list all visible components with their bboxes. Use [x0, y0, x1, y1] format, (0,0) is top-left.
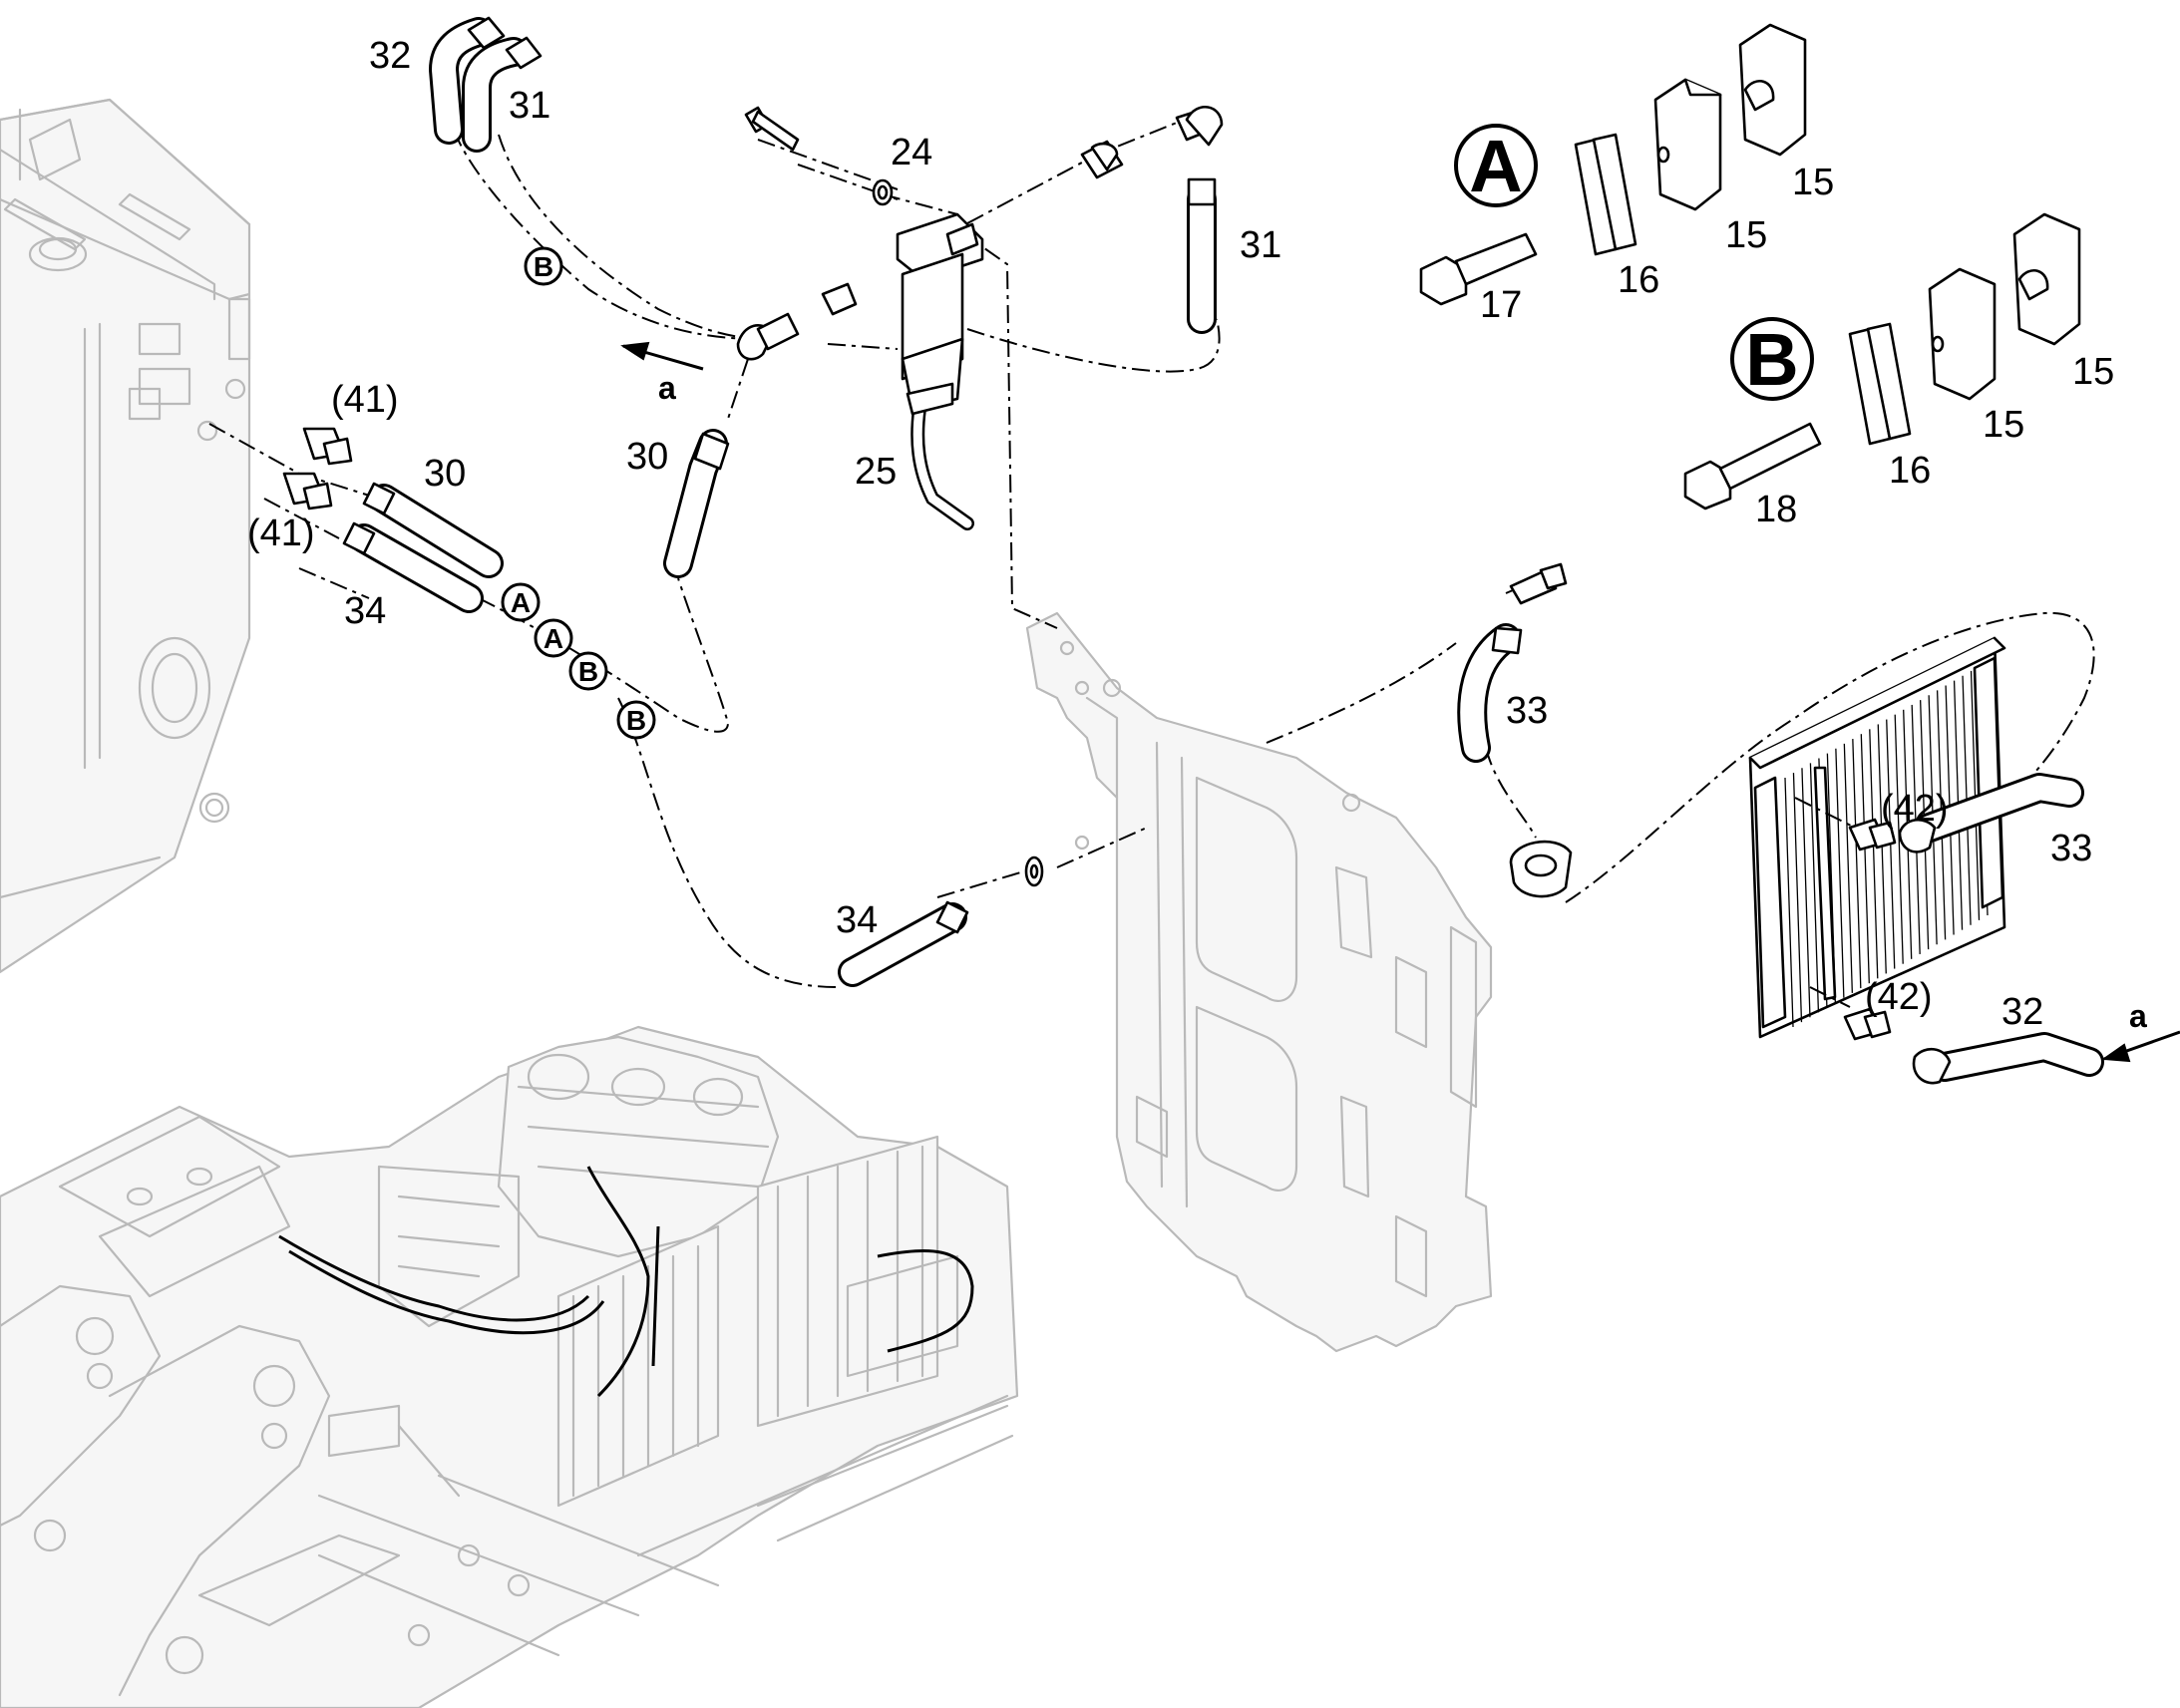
flow-arrow-right-label: a — [2129, 998, 2147, 1034]
detail-a-clamp-set — [1419, 23, 1807, 306]
callout-16-b: 16 — [1889, 450, 1931, 492]
bolt-17 — [1419, 232, 1538, 306]
callout-16-a: 16 — [1618, 259, 1659, 301]
routing-mark-a2-letter: A — [544, 623, 563, 654]
hose-34-bottom — [838, 900, 969, 987]
routing-mark-b3: B — [616, 700, 656, 740]
hose-32-top — [429, 16, 506, 145]
clamp-half-15-b2 — [2012, 212, 2081, 346]
hose-31-right — [1175, 105, 1224, 334]
cooler-fin — [1792, 773, 1803, 1023]
clamp-half-15-a1 — [1653, 78, 1722, 211]
adapter-fitting-30 — [821, 282, 858, 316]
routing-mark-a1: A — [501, 582, 541, 622]
plate-16-b — [1848, 322, 1912, 446]
callout-32-right: 32 — [2001, 991, 2043, 1033]
routing-mark-b3-letter: B — [626, 705, 646, 736]
cooler-fin — [1801, 768, 1811, 1018]
adapter-fitting-top — [1080, 140, 1124, 179]
hose-30-left — [362, 482, 504, 578]
detail-b-clamp-set — [1683, 212, 2081, 511]
callout-30-left: 30 — [424, 453, 466, 495]
cooler-fin — [1843, 743, 1853, 993]
callout-34-bottom: 34 — [836, 899, 878, 941]
cooler-fin — [1860, 734, 1870, 984]
ghost-machine-assembly — [0, 1025, 1019, 1708]
hose-32-right — [1912, 1032, 2104, 1085]
callout-41-lower: (41) — [247, 512, 315, 554]
clamp-half-15-a2 — [1738, 23, 1807, 157]
routing-mark-b2: B — [568, 651, 608, 691]
adapter-33 — [1509, 562, 1568, 605]
callout-25: 25 — [855, 451, 897, 493]
hose-33-mid — [1457, 623, 1523, 763]
cooler-fin — [1835, 748, 1845, 998]
washer-24 — [872, 178, 894, 206]
hose-31-top — [462, 36, 543, 153]
detail-view-a-marker: A — [1454, 124, 1538, 207]
callout-15-b-inner: 15 — [1983, 404, 2024, 446]
callout-15-b-outer: 15 — [2072, 351, 2114, 393]
callout-15-a-inner: 15 — [1725, 214, 1767, 256]
washer-34 — [1024, 855, 1044, 887]
adapter-41-lower — [282, 472, 333, 511]
callout-15-a-outer: 15 — [1792, 162, 1834, 203]
cooler-fin — [1894, 714, 1904, 964]
screw-24 — [744, 106, 800, 152]
clamp-half-15-b1 — [1928, 267, 1997, 401]
callout-18: 18 — [1755, 489, 1797, 530]
hose-25 — [910, 402, 974, 530]
callout-32-top: 32 — [369, 35, 411, 77]
routing-mark-a1-letter: A — [511, 587, 531, 618]
clamp-33 — [1509, 840, 1573, 898]
callout-33-mid: 33 — [1506, 690, 1548, 732]
flow-arrow-left: a — [620, 341, 704, 406]
cooler-fin — [1869, 729, 1879, 979]
callout-31-top: 31 — [509, 85, 550, 127]
adapter-42-lower — [1843, 1007, 1892, 1041]
routing-mark-b1: B — [524, 246, 563, 286]
callout-labels: 32 31 24 31 30 25 (41) (41) 30 34 33 34 … — [247, 35, 2114, 1033]
elbow-fitting-30 — [736, 312, 800, 361]
hose-30-top — [663, 429, 730, 578]
callout-42-lower: (42) — [1865, 976, 1933, 1018]
flow-arrow-right: a — [2101, 998, 2180, 1063]
adapter-42-upper — [1848, 818, 1897, 852]
callout-42-upper: (42) — [1881, 788, 1949, 830]
adapter-41-upper — [302, 427, 353, 466]
hose-33-right — [1898, 773, 2084, 854]
routing-mark-a2: A — [534, 618, 573, 658]
callout-41-upper: (41) — [331, 379, 399, 421]
callout-31-right: 31 — [1240, 224, 1281, 266]
callout-17: 17 — [1480, 284, 1522, 326]
routing-mark-b2-letter: B — [578, 656, 598, 687]
callout-24: 24 — [891, 132, 932, 173]
cooler-fin — [1809, 763, 1820, 1013]
detail-view-b-marker: B — [1730, 317, 1814, 401]
cooler-fin — [1877, 724, 1887, 974]
callout-34-left: 34 — [344, 590, 386, 632]
ghost-frame-block — [0, 98, 251, 974]
cooler-fin — [1852, 739, 1862, 989]
bolt-18 — [1683, 422, 1822, 511]
cooler-fin — [1784, 777, 1794, 1028]
detail-view-a-letter: A — [1469, 125, 1522, 207]
flow-arrow-left-label: a — [658, 370, 676, 406]
mounting-bracket-plate — [1025, 611, 1493, 1353]
detail-view-b-letter: B — [1745, 318, 1798, 401]
plate-16-a — [1574, 133, 1637, 256]
callout-33-right: 33 — [2050, 828, 2092, 869]
routing-mark-b1-letter: B — [534, 251, 553, 282]
callout-30-top: 30 — [626, 436, 668, 478]
hose-34-left — [342, 521, 484, 613]
filter-25 — [896, 212, 984, 416]
